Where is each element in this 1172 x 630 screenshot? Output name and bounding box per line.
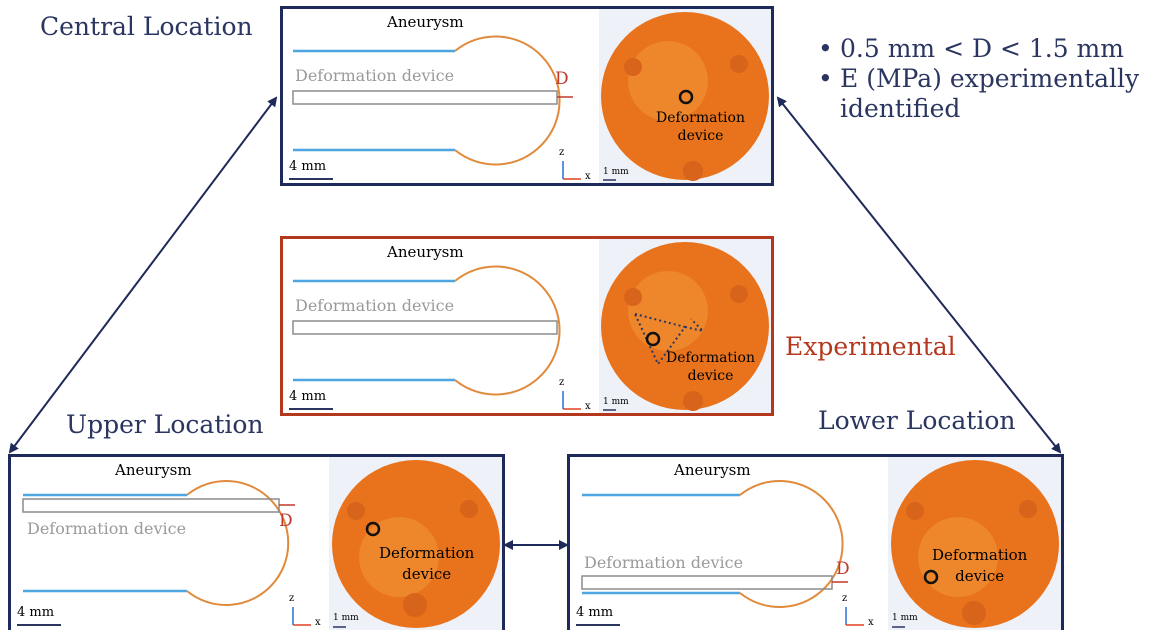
arrow-central-lower — [776, 96, 1062, 454]
sphere-device-line2: device — [677, 128, 724, 144]
bullet-modulus-cont: identified — [840, 94, 961, 123]
gap-label: D — [279, 511, 293, 531]
experimental-schematic — [289, 239, 771, 413]
sphere-device-line2: device — [687, 368, 734, 384]
scale-label: 4 mm — [289, 159, 327, 174]
axis-z-label: z — [559, 147, 565, 158]
bullet-list: 0.5 mm < D < 1.5 mm E (MPa) experimental… — [818, 34, 1139, 124]
axis-z-label: z — [289, 593, 295, 604]
axis-x-label: x — [585, 401, 591, 412]
device-label: Deformation device — [27, 519, 187, 538]
central-schematic — [289, 9, 771, 183]
axis-x-label: x — [868, 617, 874, 628]
aneurysm-label: Aneurysm — [387, 243, 464, 261]
sphere-device-label: Deformation device — [666, 349, 755, 385]
experimental-panel: Aneurysm Deformation device 4 mm z x 1 m… — [280, 236, 774, 416]
sphere-device-label: Deformation device — [932, 545, 1027, 587]
lower-schematic — [576, 457, 1061, 630]
sphere-device-label: Deformation device — [379, 543, 474, 585]
sphere-device-line1: Deformation — [666, 350, 755, 366]
device-label: Deformation device — [295, 66, 455, 85]
sphere-device-line1: Deformation — [932, 546, 1028, 564]
small-scale-label: 1 mm — [892, 613, 918, 623]
device-label: Deformation device — [584, 553, 744, 572]
axis-x-label: x — [315, 617, 321, 628]
upper-location-title: Upper Location — [66, 410, 264, 439]
small-scale-label: 1 mm — [603, 167, 629, 177]
scale-label: 4 mm — [576, 605, 614, 620]
arrow-central-upper — [8, 96, 278, 454]
aneurysm-label: Aneurysm — [387, 13, 464, 31]
axis-z-label: z — [559, 377, 565, 388]
sphere-device-line1: Deformation — [656, 110, 745, 126]
bullet-gap-range: 0.5 mm < D < 1.5 mm — [818, 34, 1139, 64]
experimental-title: Experimental — [785, 332, 956, 361]
lower-panel: Aneurysm Deformation device D 4 mm z x 1… — [567, 454, 1064, 630]
aneurysm-label: Aneurysm — [674, 461, 751, 479]
device-label: Deformation device — [295, 296, 455, 315]
sphere-device-line1: Deformation — [379, 544, 475, 562]
axis-z-label: z — [842, 593, 848, 604]
scale-label: 4 mm — [289, 389, 327, 404]
lower-location-title: Lower Location — [818, 406, 1016, 435]
upper-schematic — [17, 457, 502, 630]
central-panel: Aneurysm Deformation device D 4 mm z x 1… — [280, 6, 774, 186]
sphere-device-line2: device — [955, 567, 1005, 585]
axis-x-label: x — [585, 171, 591, 182]
upper-panel: Aneurysm Deformation device D 4 mm z x 1… — [8, 454, 505, 630]
sphere-device-label: Deformation device — [656, 109, 745, 145]
gap-label: D — [555, 69, 569, 89]
small-scale-label: 1 mm — [333, 613, 359, 623]
central-location-title: Central Location — [40, 12, 253, 41]
sphere-device-line2: device — [402, 565, 452, 583]
small-scale-label: 1 mm — [603, 397, 629, 407]
aneurysm-label: Aneurysm — [115, 461, 192, 479]
scale-label: 4 mm — [17, 605, 55, 620]
gap-label: D — [836, 559, 850, 579]
bullet-modulus: E (MPa) experimentally — [818, 64, 1139, 94]
